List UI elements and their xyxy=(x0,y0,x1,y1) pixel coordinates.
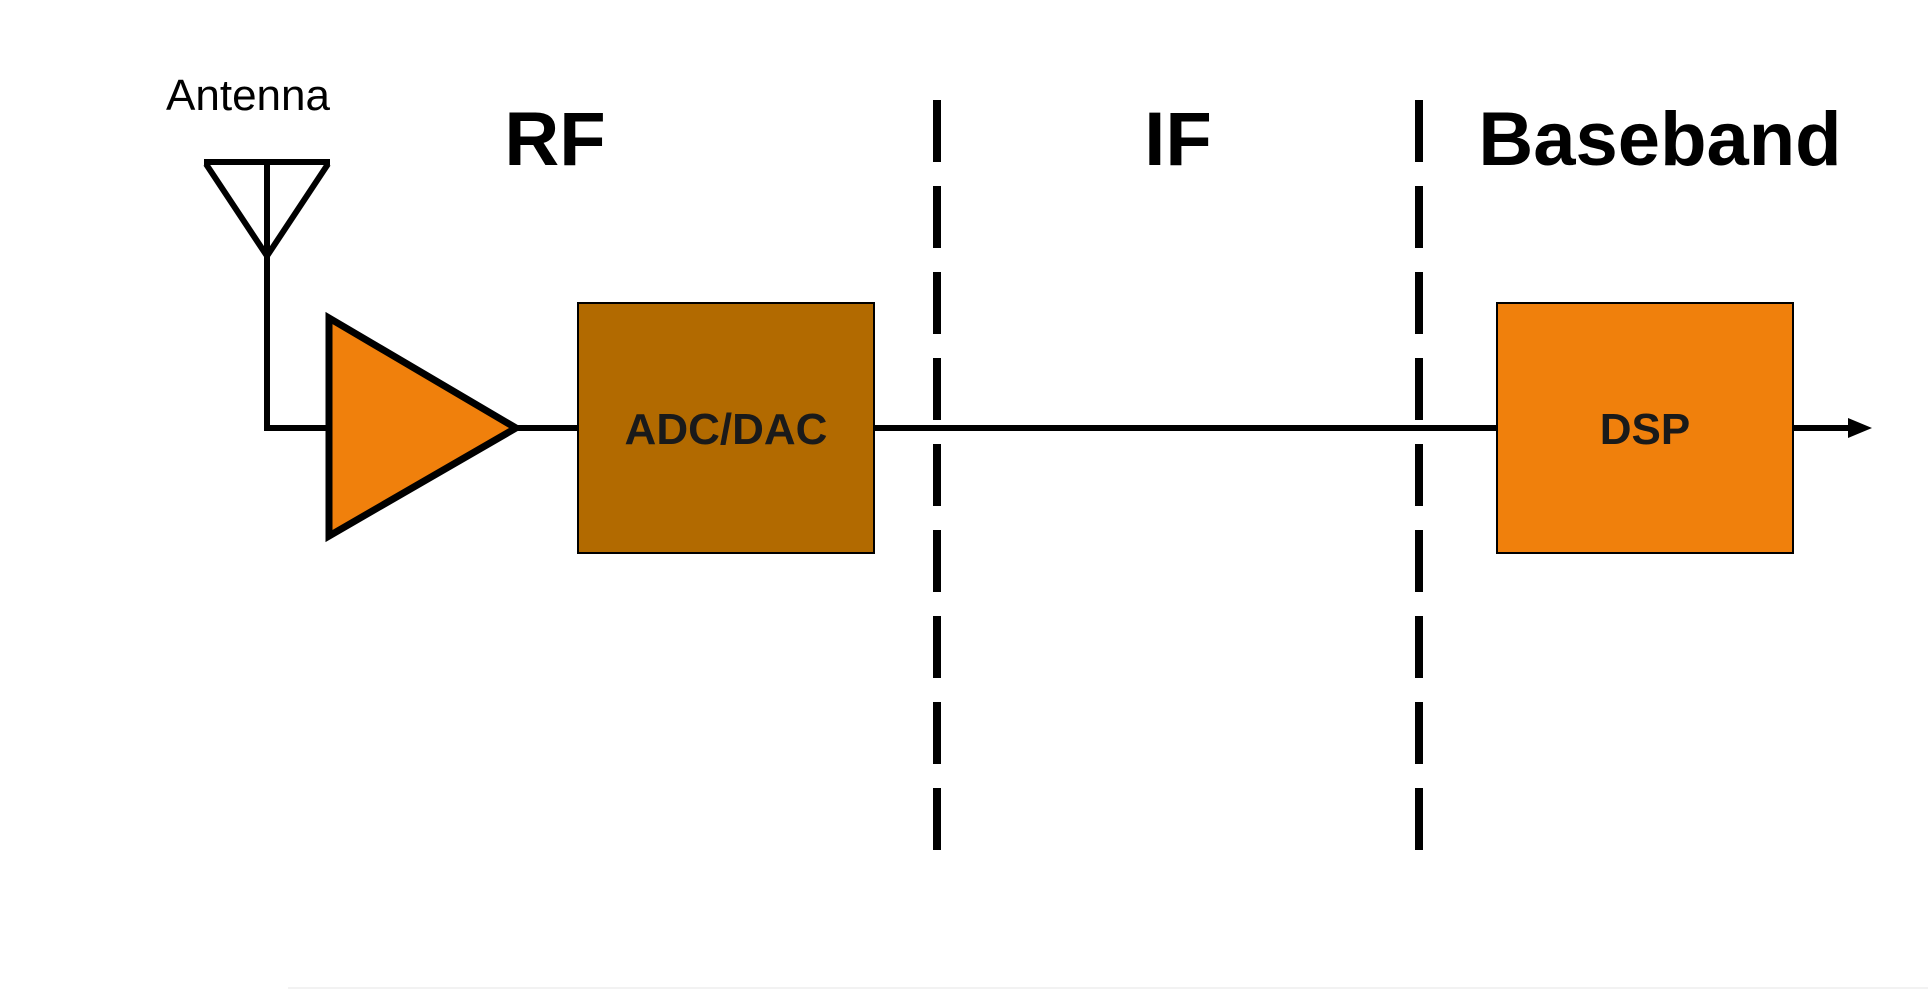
section-title-baseband: Baseband xyxy=(1478,97,1841,182)
output-arrow-icon xyxy=(1848,418,1872,438)
adc-dac-block: ADC/DAC xyxy=(577,302,875,554)
amplifier-icon xyxy=(325,311,523,543)
antenna-icon xyxy=(203,159,331,430)
dsp-block: DSP xyxy=(1496,302,1794,554)
antenna-label: Antenna xyxy=(166,71,330,120)
section-title-if: IF xyxy=(1144,97,1212,182)
section-title-rf: RF xyxy=(504,97,605,182)
dsp-label: DSP xyxy=(1600,405,1690,454)
adc-dac-label: ADC/DAC xyxy=(625,405,828,454)
